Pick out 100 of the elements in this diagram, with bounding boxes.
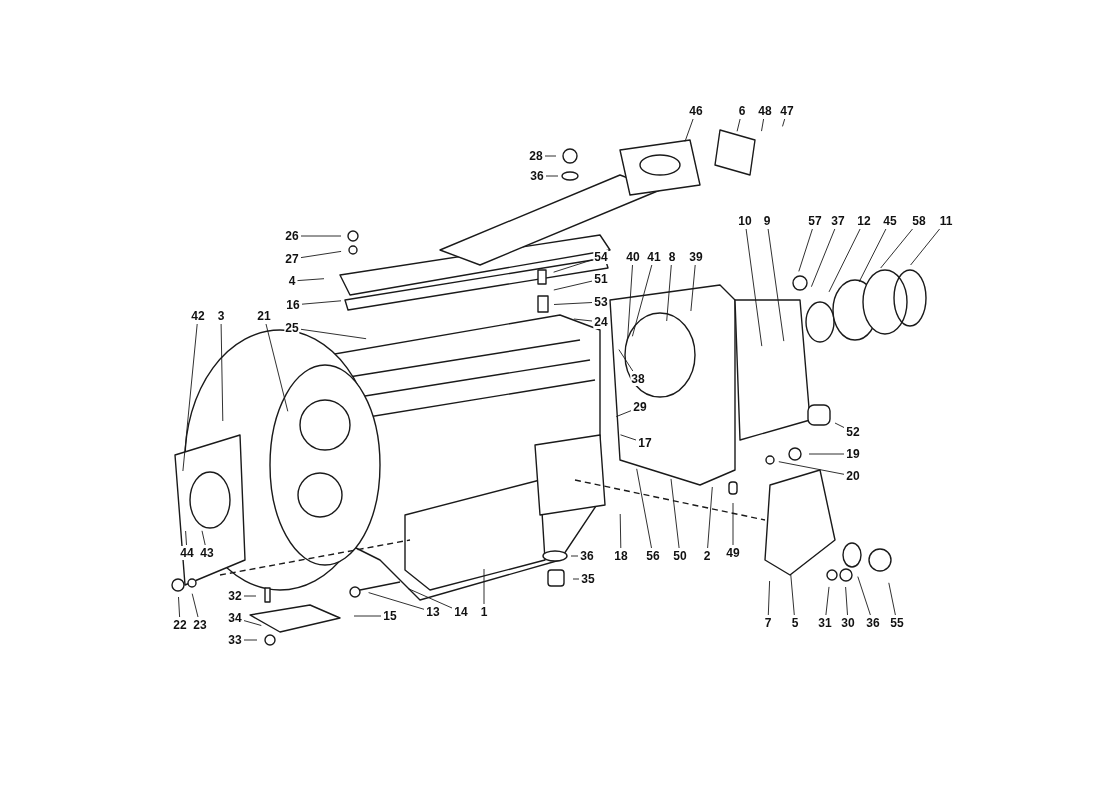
callout-number: 48 xyxy=(757,104,773,118)
leader-line xyxy=(845,586,848,616)
callout-number: 11 xyxy=(938,214,954,228)
callout-number: 58 xyxy=(911,214,927,228)
callout-number: 5 xyxy=(790,616,800,630)
callout-number: 52 xyxy=(845,425,861,439)
callout-number: 21 xyxy=(256,309,272,323)
leader-line xyxy=(690,264,696,312)
leader-line xyxy=(201,530,206,546)
callout-number: 1 xyxy=(479,605,489,619)
leader-line xyxy=(545,175,559,177)
leader-line xyxy=(620,434,637,441)
leader-line xyxy=(553,259,593,273)
leader-line xyxy=(828,228,861,293)
leader-line xyxy=(300,235,342,237)
leader-line xyxy=(857,576,871,616)
leader-line xyxy=(220,323,224,422)
callout-number: 51 xyxy=(593,272,609,286)
leader-line xyxy=(191,593,199,618)
leader-line xyxy=(483,568,485,605)
callout-number: 49 xyxy=(725,546,741,560)
callout-number: 10 xyxy=(737,214,753,228)
callout-number: 39 xyxy=(688,250,704,264)
callout-number: 19 xyxy=(845,447,861,461)
leader-line xyxy=(573,318,593,322)
callout-number: 34 xyxy=(227,611,243,625)
callout-number: 55 xyxy=(889,616,905,630)
callout-number: 38 xyxy=(630,372,646,386)
leader-line xyxy=(300,250,342,259)
callout-number: 42 xyxy=(190,309,206,323)
leader-line xyxy=(778,461,845,475)
callout-number: 35 xyxy=(580,572,596,586)
callout-number: 41 xyxy=(646,250,662,264)
leader-line xyxy=(615,410,632,418)
leader-line xyxy=(767,580,771,616)
callout-number: 27 xyxy=(284,252,300,266)
callout-number: 37 xyxy=(830,214,846,228)
callout-number: 7 xyxy=(763,616,773,630)
callout-number: 22 xyxy=(172,618,188,632)
leader-line xyxy=(858,228,887,283)
callout-number: 16 xyxy=(285,298,301,312)
callout-number: 33 xyxy=(227,633,243,647)
leader-line xyxy=(243,595,257,597)
callout-number: 54 xyxy=(593,250,609,264)
callout-number: 20 xyxy=(845,469,861,483)
leader-line xyxy=(790,574,795,616)
leader-line xyxy=(745,228,763,347)
leader-line xyxy=(407,588,453,609)
callout-number: 36 xyxy=(865,616,881,630)
callout-number: 6 xyxy=(737,104,747,118)
callout-number: 29 xyxy=(632,400,648,414)
leader-line xyxy=(185,530,187,546)
callout-number: 40 xyxy=(625,250,641,264)
callout-number: 3 xyxy=(216,309,226,323)
callout-number: 14 xyxy=(453,605,469,619)
callout-number: 53 xyxy=(593,295,609,309)
leader-line xyxy=(619,513,622,549)
leader-line xyxy=(880,228,913,269)
callout-number: 46 xyxy=(688,104,704,118)
leader-line xyxy=(761,118,765,132)
callout-number: 26 xyxy=(284,229,300,243)
leader-line xyxy=(178,596,181,618)
leader-line xyxy=(572,578,580,580)
leader-line xyxy=(265,323,289,412)
leader-line xyxy=(736,118,741,132)
callout-number: 36 xyxy=(529,169,545,183)
callout-number: 31 xyxy=(817,616,833,630)
leader-line xyxy=(910,228,941,266)
callout-number: 23 xyxy=(192,618,208,632)
leader-line xyxy=(182,323,198,472)
callout-number: 56 xyxy=(645,549,661,563)
leader-line xyxy=(782,118,786,127)
leader-line xyxy=(570,555,579,557)
callout-number: 2 xyxy=(702,549,712,563)
leader-line xyxy=(798,228,813,272)
leader-line xyxy=(553,302,593,305)
callout-number: 36 xyxy=(579,549,595,563)
callout-number: 28 xyxy=(528,149,544,163)
callout-number: 24 xyxy=(593,315,609,329)
leader-line xyxy=(767,228,785,342)
callout-number: 25 xyxy=(284,321,300,335)
leader-line xyxy=(243,620,262,626)
callout-number: 15 xyxy=(382,609,398,623)
callout-number: 44 xyxy=(179,546,195,560)
leader-line xyxy=(666,264,672,322)
leader-line xyxy=(732,502,734,546)
callout-number: 57 xyxy=(807,214,823,228)
leader-line xyxy=(300,328,367,340)
leader-line xyxy=(631,264,653,337)
leader-line xyxy=(353,615,382,617)
callout-number: 17 xyxy=(637,436,653,450)
callout-number: 12 xyxy=(856,214,872,228)
leader-line xyxy=(810,228,836,288)
leader-line xyxy=(888,582,896,616)
leader-line xyxy=(670,478,680,549)
callout-number: 32 xyxy=(227,589,243,603)
callout-number: 45 xyxy=(882,214,898,228)
callout-number: 30 xyxy=(840,616,856,630)
leader-line xyxy=(707,486,713,549)
callout-number: 8 xyxy=(667,250,677,264)
